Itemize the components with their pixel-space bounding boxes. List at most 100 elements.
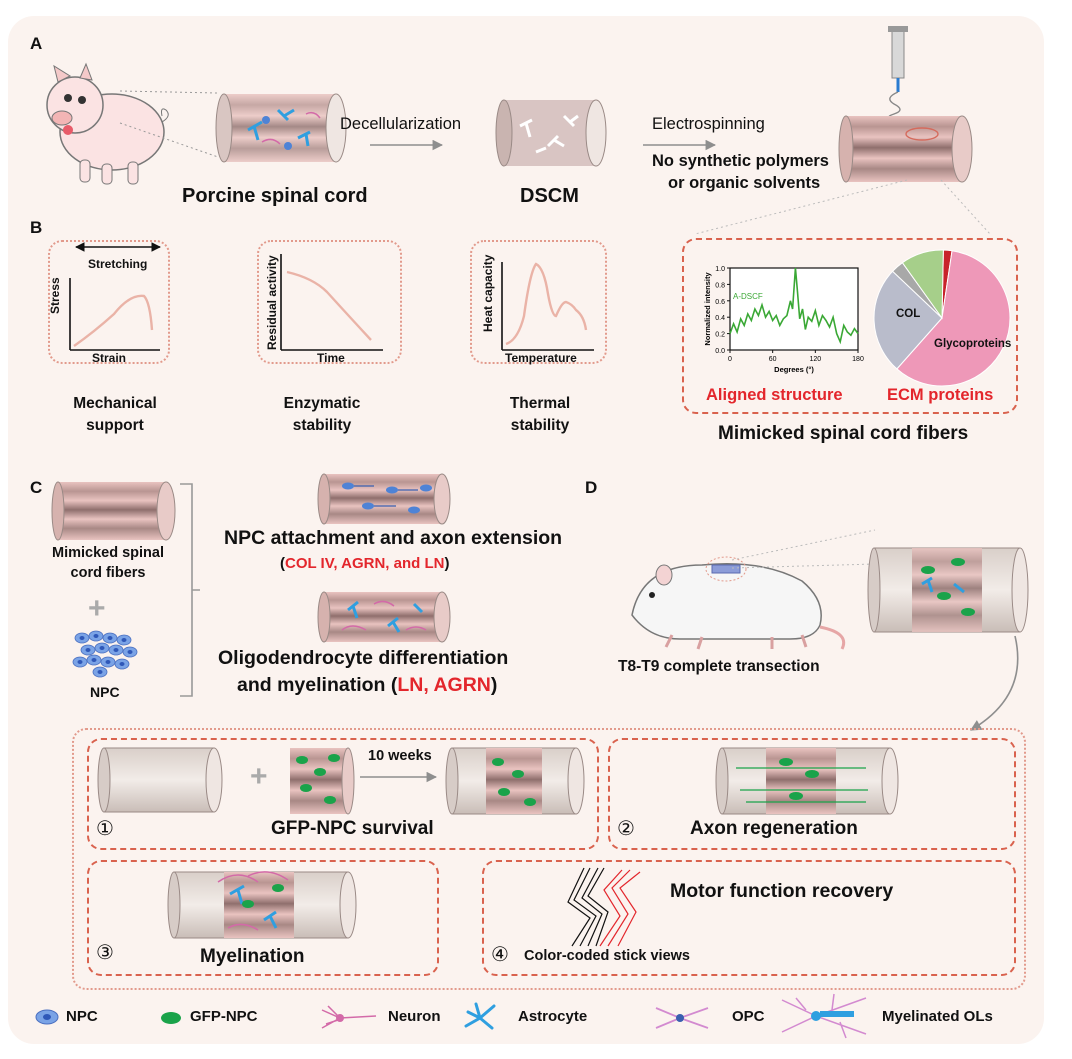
stress-label: Stress bbox=[48, 277, 62, 314]
arrow-ten-weeks bbox=[360, 771, 438, 783]
num-1: ① bbox=[96, 818, 114, 840]
mechanical-plot bbox=[69, 242, 161, 351]
fiber-bundle-c bbox=[51, 481, 176, 541]
curved-arrow bbox=[970, 635, 1019, 731]
stretching-label: Stretching bbox=[88, 257, 148, 271]
gfp-npc-conduit bbox=[445, 747, 585, 815]
x-tick-label: 60 bbox=[769, 356, 777, 363]
npc-nucleus bbox=[79, 636, 85, 640]
npc-nucleus bbox=[97, 670, 103, 674]
y-tick-label: 0.0 bbox=[715, 348, 725, 355]
npc-nucleus bbox=[113, 648, 119, 652]
no-solvents-note: or organic solvents bbox=[668, 174, 821, 192]
implant-illustration bbox=[867, 547, 1029, 633]
no-polymers-note: No synthetic polymers bbox=[652, 152, 829, 170]
spinal-cord-segment bbox=[215, 93, 347, 163]
differentiated-fibers bbox=[317, 591, 451, 643]
oligodendrocyte-title-2: and myelination (LN, AGRN) bbox=[237, 674, 498, 696]
thermal-plot bbox=[501, 262, 594, 351]
legend-myelinated-ols: Myelinated OLs bbox=[882, 1008, 993, 1025]
box-gfp-npc-survival bbox=[87, 738, 599, 850]
legend-astrocyte: Astrocyte bbox=[518, 1008, 588, 1025]
stick-views-icon bbox=[567, 867, 641, 947]
npc-nucleus bbox=[119, 662, 125, 666]
x-tick-label: 120 bbox=[809, 356, 821, 363]
pie-slice bbox=[901, 249, 944, 320]
npc-attachment-title: NPC attachment and axon extension bbox=[224, 527, 563, 549]
npc-legend-icon bbox=[35, 1009, 59, 1025]
decellularization-label: Decellularization bbox=[340, 115, 462, 133]
enzymatic-plot bbox=[280, 254, 383, 351]
fiber-characterization-box bbox=[682, 238, 1018, 414]
plus-sign-d: + bbox=[250, 760, 268, 793]
pie-label-glycoproteins: Glycoproteins bbox=[934, 338, 1012, 350]
panel-label-a: A bbox=[30, 34, 43, 53]
npc-cluster-icon bbox=[72, 630, 138, 678]
time-label: Time bbox=[317, 351, 345, 365]
stick-views-caption: Color-coded stick views bbox=[524, 948, 690, 964]
neuron-legend-icon bbox=[321, 1005, 377, 1029]
npc-attachment-proteins: (COL IV, AGRN, and LN) bbox=[280, 555, 450, 572]
opc-legend-icon bbox=[655, 1007, 709, 1029]
gfp-npc-fibers bbox=[290, 747, 355, 815]
axon-regeneration-title: Axon regeneration bbox=[690, 818, 858, 839]
num-4: ④ bbox=[491, 944, 509, 966]
arrow-decell bbox=[370, 139, 444, 151]
ecm-proteins-pie bbox=[873, 249, 1011, 387]
electrospinning-label: Electrospinning bbox=[652, 115, 765, 133]
legend-opc: OPC bbox=[732, 1008, 765, 1025]
y-axis-label: Normalized intensity bbox=[703, 272, 712, 346]
npc-label-c: NPC bbox=[90, 684, 120, 700]
ecm-proteins-title: ECM proteins bbox=[887, 386, 994, 404]
transection-label: T8-T9 complete transection bbox=[618, 658, 820, 675]
zoom-lines-fibers bbox=[694, 179, 991, 235]
num-2: ② bbox=[617, 818, 635, 840]
npc-nucleus bbox=[127, 650, 133, 654]
motor-function-title: Motor function recovery bbox=[670, 880, 894, 902]
box-axon-regeneration bbox=[608, 738, 1016, 850]
y-tick-label: 0.4 bbox=[715, 315, 725, 322]
npc-nucleus bbox=[121, 638, 127, 642]
x-tick-label: 180 bbox=[852, 356, 864, 363]
legend-npc: NPC bbox=[66, 1008, 98, 1025]
myelination-conduit bbox=[167, 871, 357, 939]
strain-label: Strain bbox=[92, 351, 127, 365]
pie-slice bbox=[896, 250, 1011, 387]
pie-slice bbox=[873, 270, 943, 370]
npc-nucleus bbox=[85, 648, 91, 652]
npc-nucleus bbox=[107, 636, 113, 640]
ten-weeks-label: 10 weeks bbox=[368, 748, 432, 764]
enzymatic-plot-box bbox=[257, 240, 402, 364]
syringe-icon bbox=[888, 26, 908, 127]
legend-neuron: Neuron bbox=[388, 1008, 441, 1025]
npc-nucleus bbox=[93, 634, 99, 638]
rat-illustration bbox=[631, 556, 846, 650]
npc-nucleus bbox=[77, 660, 83, 664]
pie-label-col: COL bbox=[896, 308, 921, 320]
dscm-label: DSCM bbox=[520, 185, 579, 207]
temperature-label: Temperature bbox=[505, 351, 577, 365]
npc-nucleus bbox=[91, 658, 97, 662]
myelinated-ols-legend-icon bbox=[781, 993, 867, 1039]
axon-conduit bbox=[715, 747, 899, 815]
zoom-lines bbox=[119, 90, 219, 158]
astrocyte-legend-icon bbox=[464, 1002, 496, 1030]
plus-sign-c: + bbox=[88, 592, 106, 625]
panel-label-b: B bbox=[30, 218, 43, 237]
box-motor-function bbox=[482, 860, 1016, 976]
series-line-a-dscf bbox=[729, 267, 859, 345]
arrow-electrospin bbox=[643, 139, 717, 151]
gfp-npc-legend-icon bbox=[161, 1012, 181, 1024]
source-label: Porcine spinal cord bbox=[182, 185, 368, 207]
bracket bbox=[180, 483, 200, 697]
panel-label-c: C bbox=[30, 478, 43, 497]
electrospun-fiber-bundle bbox=[838, 115, 973, 183]
zoom-lines-d bbox=[731, 529, 876, 569]
series-label: A-DSCF bbox=[733, 292, 763, 301]
aligned-structure-title: Aligned structure bbox=[706, 386, 843, 404]
pig-illustration bbox=[46, 62, 169, 185]
